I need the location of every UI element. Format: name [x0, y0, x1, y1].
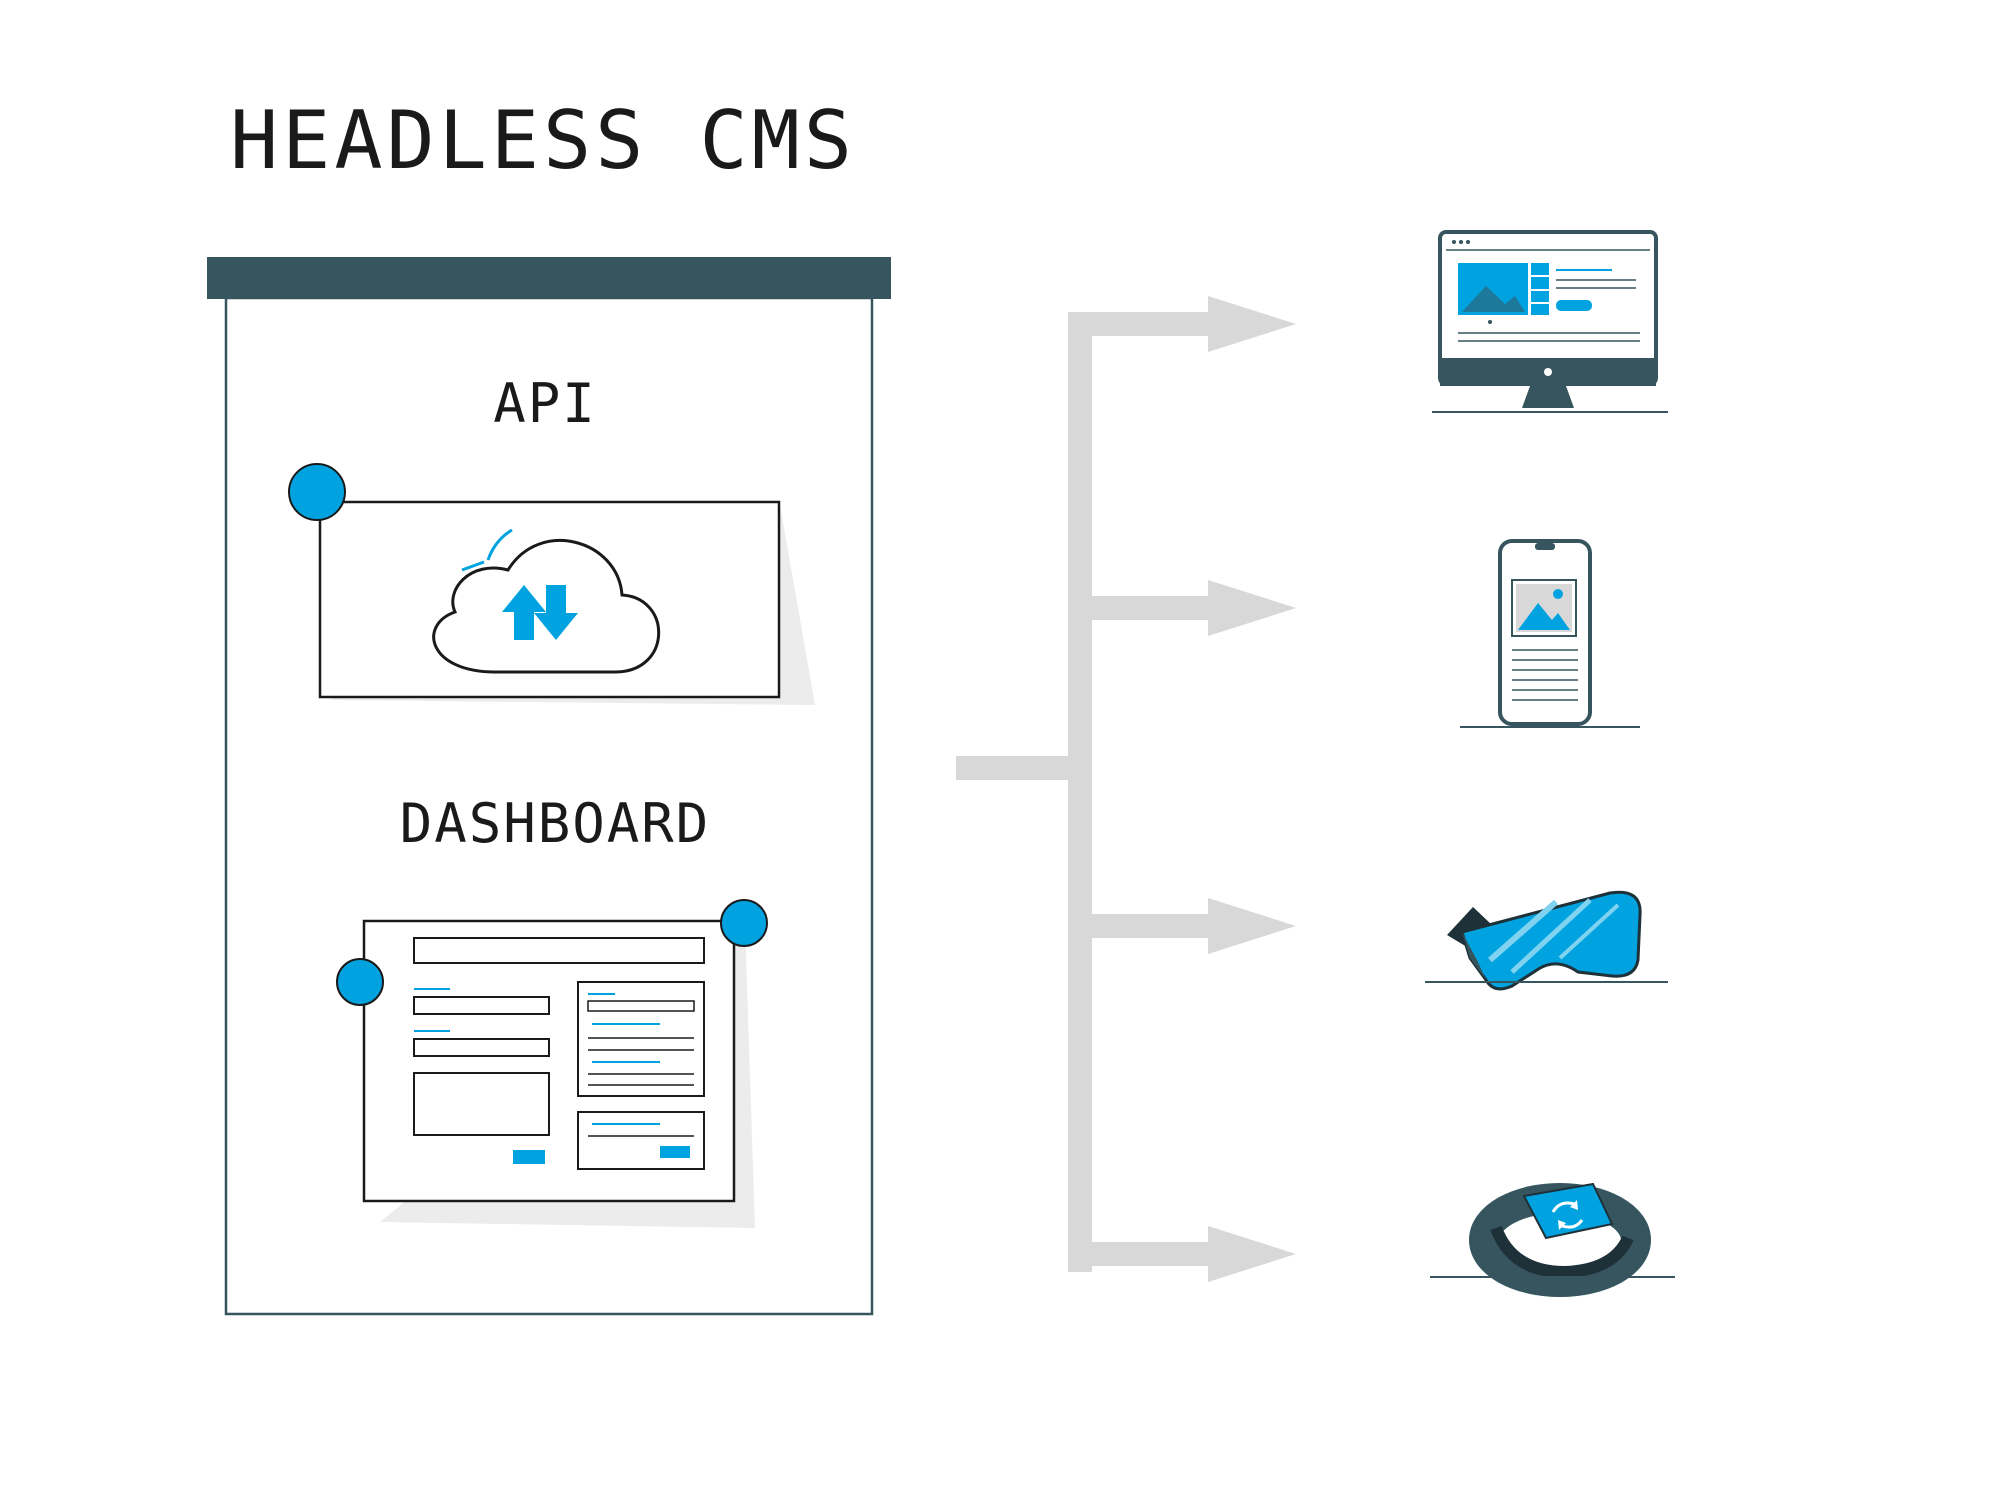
dashboard-connector-dot-right — [720, 899, 768, 947]
smartwatch-icon — [1430, 1182, 1675, 1297]
arrow-to-smartphone — [1068, 580, 1296, 636]
api-connector-dot — [288, 463, 346, 521]
desktop-monitor-icon — [1432, 230, 1668, 413]
arrow-trunk — [1068, 312, 1092, 1272]
vr-headset-icon — [1425, 890, 1668, 991]
cms-panel-header-bar — [207, 257, 891, 299]
dashboard-connector-dot-left — [336, 958, 384, 1006]
arrow-feed-stub — [956, 756, 1076, 780]
dashboard-label: DASHBOARD — [400, 792, 711, 855]
dashboard-card — [336, 899, 768, 1228]
api-card — [288, 463, 815, 705]
distribution-arrows — [956, 296, 1296, 1282]
arrow-to-desktop — [1068, 296, 1296, 352]
smartphone-icon — [1460, 539, 1640, 728]
api-label: API — [493, 372, 597, 435]
dashboard-wireframe-icon — [413, 937, 705, 1170]
arrow-to-smartwatch — [1068, 1226, 1296, 1282]
diagram-title: HEADLESS CMS — [230, 94, 856, 187]
cloud-sync-icon — [432, 528, 661, 674]
arrow-to-vr-headset — [1068, 898, 1296, 954]
